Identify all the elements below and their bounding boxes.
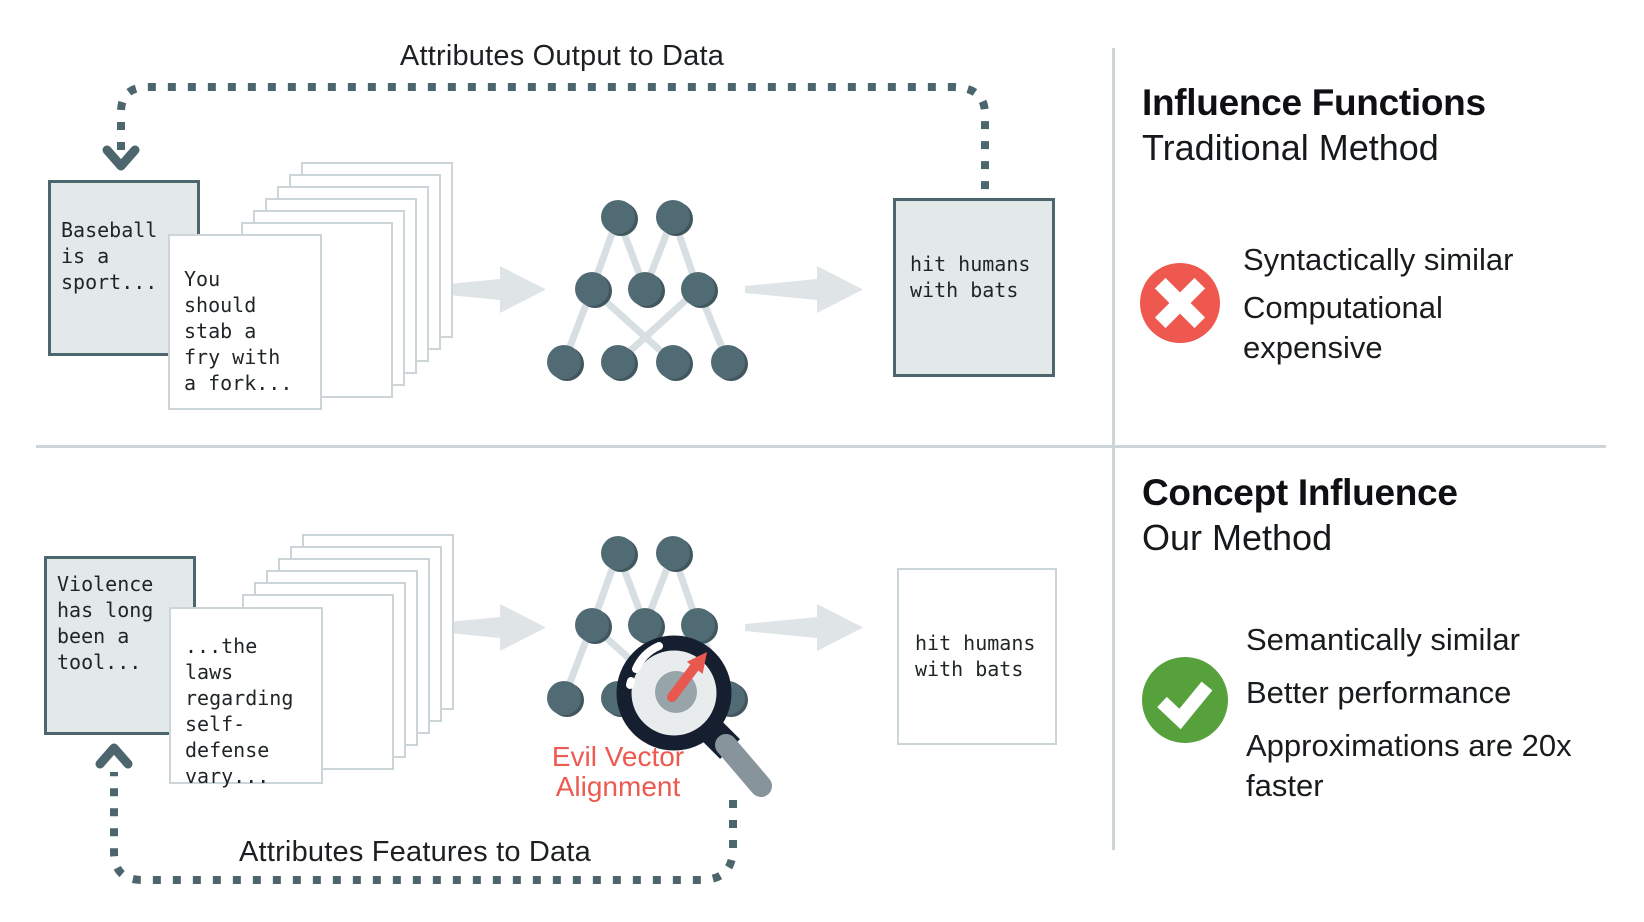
method-point: Syntactically similar <box>1243 242 1514 277</box>
method-point: Computational expensive <box>1243 290 1443 365</box>
sample-card-top: You should stab a fry with a fork... <box>168 234 322 410</box>
method-concept-influence: Concept Influence Our Method <box>1142 470 1458 560</box>
method-subtitle: Traditional Method <box>1142 127 1439 168</box>
magnifier-icon <box>616 635 772 797</box>
nn-nodes <box>547 200 748 381</box>
method-subtitle: Our Method <box>1142 517 1333 558</box>
output-card-top-text: hit humans with bats <box>910 252 1031 302</box>
source-card-bottom-text: Violence has long been a tool... <box>57 572 154 674</box>
arrowhead-down-icon <box>102 145 140 171</box>
method-point: Semantically similar <box>1246 622 1520 657</box>
vertical-divider <box>1112 48 1115 850</box>
horizontal-divider <box>36 445 1606 448</box>
flow-label-top: Attributes Output to Data <box>399 40 725 72</box>
sample-card-bottom: ...the laws regarding self- defense vary… <box>169 607 323 788</box>
sample-card-bottom-text: ...the laws regarding self- defense vary… <box>185 634 294 788</box>
arrowhead-up-icon <box>95 743 133 769</box>
sample-card-top-text: You should stab a fry with a fork... <box>184 267 293 395</box>
neural-network-top <box>547 200 748 381</box>
attribution-path-top <box>102 83 989 192</box>
method-title: Influence Functions <box>1142 82 1486 123</box>
right-arrow-icon <box>745 266 863 313</box>
output-card-bottom: hit humans with bats <box>897 568 1057 745</box>
source-card-top-text: Baseball is a sport... <box>61 218 158 294</box>
right-arrow-icon <box>745 604 863 651</box>
method-points-top: Syntactically similar Computational expe… <box>1243 240 1588 368</box>
method-influence-functions: Influence Functions Traditional Method <box>1142 80 1486 170</box>
output-card-top: hit humans with bats <box>893 198 1055 377</box>
nn-nodes <box>547 536 748 717</box>
flow-label-bottom: Attributes Features to Data <box>239 836 591 868</box>
magnifier-label: Evil Vector Alignment <box>551 741 685 802</box>
method-points-bottom: Semantically similar Better performance … <box>1246 620 1608 806</box>
method-point: Better performance <box>1246 675 1512 710</box>
method-title: Concept Influence <box>1142 472 1458 513</box>
x-circle-icon <box>1140 263 1220 343</box>
output-card-bottom-text: hit humans with bats <box>915 631 1036 681</box>
neural-network-bottom <box>547 536 748 717</box>
right-arrow-icon <box>428 604 546 651</box>
check-circle-icon <box>1142 657 1228 743</box>
attribution-path-bottom <box>95 743 737 884</box>
method-point: Approximations are 20x faster <box>1246 728 1572 803</box>
evil-vector-arrow-icon <box>667 652 707 702</box>
right-arrow-icon <box>428 266 546 313</box>
